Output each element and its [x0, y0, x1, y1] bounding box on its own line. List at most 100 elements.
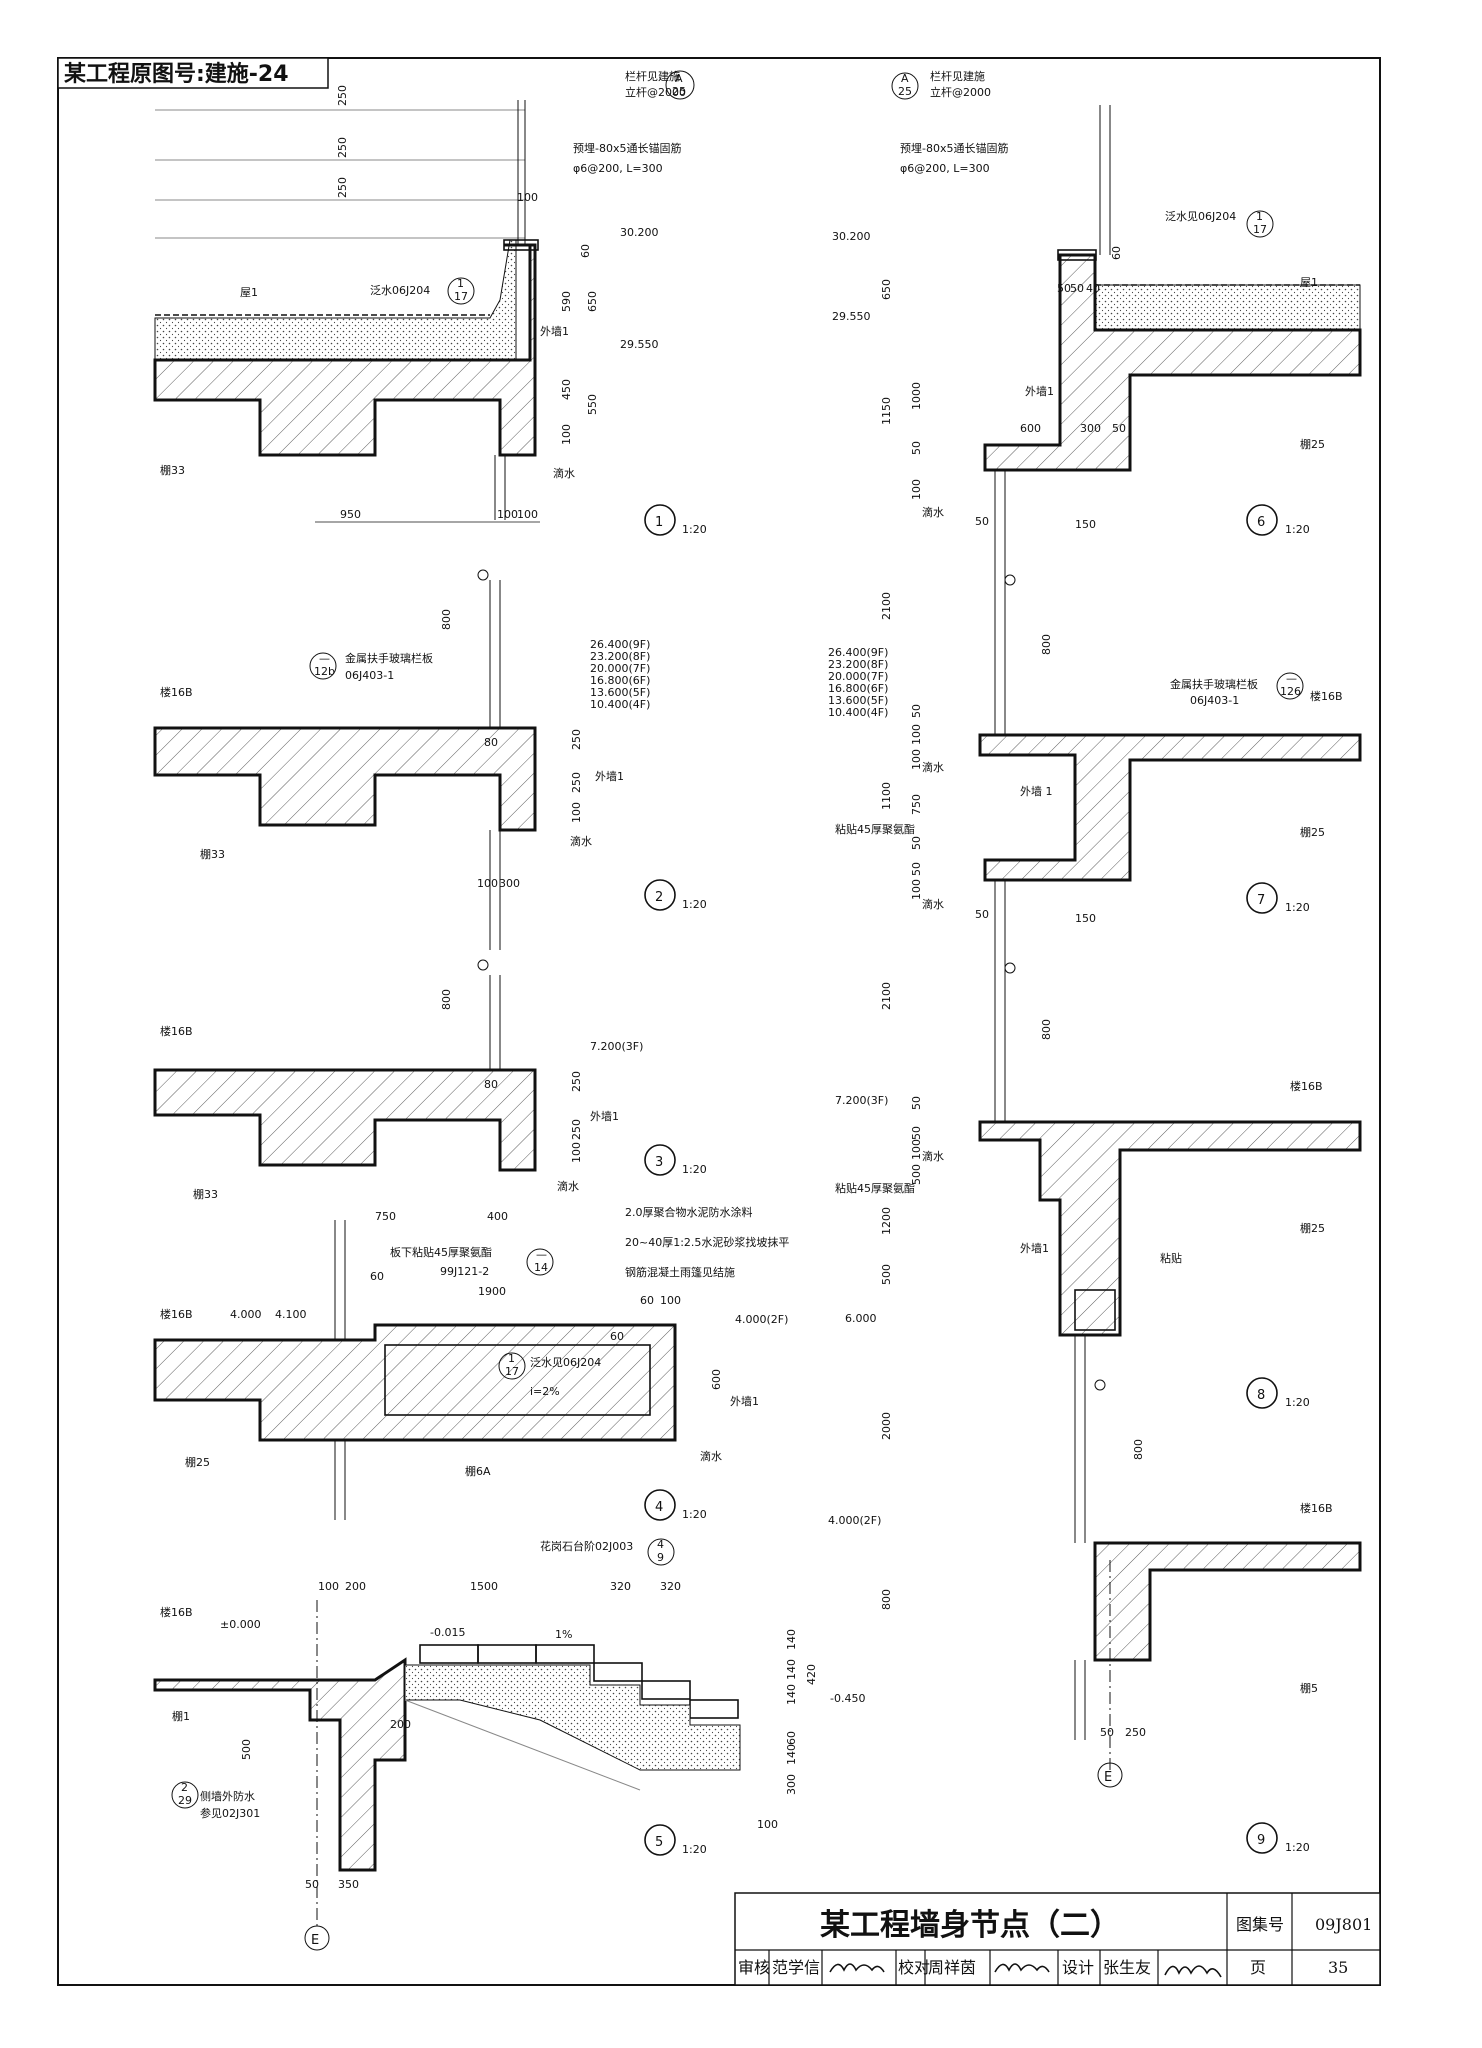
svg-text:9: 9 [1257, 1833, 1265, 1848]
svg-text:29: 29 [178, 1794, 192, 1807]
svg-text:29.550: 29.550 [620, 338, 659, 351]
page-label: 页 [1250, 1958, 1266, 1977]
svg-text:滴水: 滴水 [922, 1149, 944, 1163]
svg-text:250: 250 [570, 1119, 583, 1140]
svg-text:1:20: 1:20 [682, 1163, 707, 1176]
svg-text:4: 4 [655, 1500, 663, 1515]
svg-text:140: 140 [785, 1684, 798, 1705]
svg-text:预埋-80x5通长锚固筋: 预埋-80x5通长锚固筋 [900, 141, 1008, 155]
svg-text:滴水: 滴水 [570, 834, 592, 848]
svg-text:750: 750 [375, 1210, 396, 1223]
svg-text:650: 650 [880, 279, 893, 300]
svg-text:350: 350 [338, 1878, 359, 1891]
svg-text:1:20: 1:20 [1285, 523, 1310, 536]
svg-text:1: 1 [457, 277, 464, 290]
svg-text:30.200: 30.200 [832, 230, 871, 243]
svg-text:590: 590 [560, 291, 573, 312]
svg-text:E: E [1104, 1770, 1112, 1785]
svg-text:侧墙外防水: 侧墙外防水 [200, 1789, 255, 1803]
svg-text:250: 250 [1125, 1726, 1146, 1739]
svg-text:800: 800 [440, 989, 453, 1010]
svg-text:滴水: 滴水 [922, 505, 944, 519]
svg-text:250: 250 [570, 1071, 583, 1092]
svg-text:滴水: 滴水 [557, 1179, 579, 1193]
svg-text:1: 1 [1256, 210, 1263, 223]
svg-text:250: 250 [570, 729, 583, 750]
checker-name: 周祥茵 [928, 1958, 976, 1977]
detail-5: 花岗石台阶02J003 49 100 200 1500 320 320 楼16B… [153, 1538, 865, 1951]
svg-text:棚25: 棚25 [1300, 437, 1325, 451]
svg-text:450: 450 [560, 379, 573, 400]
svg-text:650: 650 [586, 291, 599, 312]
svg-text:30.200: 30.200 [620, 226, 659, 239]
svg-text:50: 50 [1070, 282, 1084, 295]
svg-text:外墙1: 外墙1 [590, 1109, 619, 1123]
svg-text:4.000(2F): 4.000(2F) [828, 1514, 881, 1527]
svg-text:外墙1: 外墙1 [595, 769, 624, 783]
svg-text:金属扶手玻璃栏板: 金属扶手玻璃栏板 [1170, 677, 1258, 691]
svg-text:7.200(3F): 7.200(3F) [835, 1094, 888, 1107]
detail-8: 2100 800 楼16B 7.200(3F) 50 50 100 滴水 粘贴4… [835, 962, 1362, 1450]
svg-text:80: 80 [484, 736, 498, 749]
detail-6: 栏杆见建施 立杆@2000 A25 预埋-80x5通长锚固筋 φ6@200, L… [832, 69, 1362, 585]
svg-text:50: 50 [910, 836, 923, 850]
svg-text:100: 100 [517, 191, 538, 204]
svg-text:40: 40 [1086, 282, 1100, 295]
svg-text:2100: 2100 [880, 592, 893, 620]
svg-text:12b: 12b [314, 665, 335, 678]
detail-3: 800 80 250 250 100 750 400 楼16B 外墙1 滴水 棚… [153, 959, 707, 1223]
svg-text:滴水: 滴水 [922, 897, 944, 911]
page-no: 35 [1328, 1958, 1348, 1977]
svg-text:1:20: 1:20 [1285, 901, 1310, 914]
svg-text:屋1: 屋1 [240, 286, 258, 299]
svg-text:A: A [901, 72, 909, 85]
svg-text:楼16B: 楼16B [160, 1307, 193, 1321]
svg-text:140: 140 [785, 1659, 798, 1680]
svg-text:±0.000: ±0.000 [220, 1618, 261, 1631]
svg-text:800: 800 [1040, 634, 1053, 655]
svg-text:150: 150 [1075, 912, 1096, 925]
svg-text:楼16B: 楼16B [1290, 1079, 1323, 1093]
svg-text:10.400(4F): 10.400(4F) [590, 698, 650, 711]
svg-text:13.600(5F): 13.600(5F) [828, 694, 888, 707]
svg-text:外墙1: 外墙1 [540, 324, 569, 338]
title-block: 某工程墙身节点（二） 图集号 09J801 页 35 审核 范学信 校对 周祥茵… [734, 1892, 1381, 1986]
svg-text:楼16B: 楼16B [160, 1024, 193, 1038]
svg-text:14: 14 [534, 1261, 548, 1274]
svg-text:2: 2 [655, 890, 663, 905]
svg-text:100: 100 [910, 749, 923, 770]
atlas-no: 09J801 [1315, 1915, 1372, 1934]
svg-text:7: 7 [1257, 893, 1265, 908]
svg-text:750: 750 [910, 794, 923, 815]
svg-text:100: 100 [570, 1142, 583, 1163]
svg-text:9: 9 [657, 1551, 664, 1564]
svg-text:20.000(7F): 20.000(7F) [590, 662, 650, 675]
svg-text:外墙1: 外墙1 [730, 1394, 759, 1408]
svg-text:1200: 1200 [880, 1207, 893, 1235]
svg-text:29.550: 29.550 [832, 310, 871, 323]
svg-text:2000: 2000 [880, 1412, 893, 1440]
svg-text:100: 100 [570, 802, 583, 823]
svg-text:—: — [319, 652, 330, 665]
svg-text:60: 60 [370, 1270, 384, 1283]
svg-text:1:20: 1:20 [1285, 1396, 1310, 1409]
svg-text:100: 100 [560, 424, 573, 445]
svg-text:50: 50 [910, 862, 923, 876]
svg-text:16.800(6F): 16.800(6F) [828, 682, 888, 695]
svg-text:1900: 1900 [478, 1285, 506, 1298]
svg-text:棚25: 棚25 [1300, 1221, 1325, 1235]
check-label: 校对 [898, 1958, 930, 1977]
svg-text:1%: 1% [555, 1628, 572, 1641]
svg-text:7.200(3F): 7.200(3F) [590, 1040, 643, 1053]
svg-text:100: 100 [910, 879, 923, 900]
svg-text:4.000(2F): 4.000(2F) [735, 1313, 788, 1326]
title-text: 某工程墙身节点（二） [820, 1908, 1120, 1943]
svg-text:50: 50 [975, 908, 989, 921]
svg-text:20~40厚1:2.5水泥砂浆找坡抹平: 20~40厚1:2.5水泥砂浆找坡抹平 [625, 1235, 789, 1249]
svg-text:棚33: 棚33 [160, 463, 185, 477]
svg-text:4.000: 4.000 [230, 1308, 262, 1321]
svg-text:60: 60 [785, 1731, 798, 1745]
drawing-frame [57, 57, 1381, 1986]
svg-text:5: 5 [655, 1835, 663, 1850]
svg-text:1:20: 1:20 [682, 523, 707, 536]
